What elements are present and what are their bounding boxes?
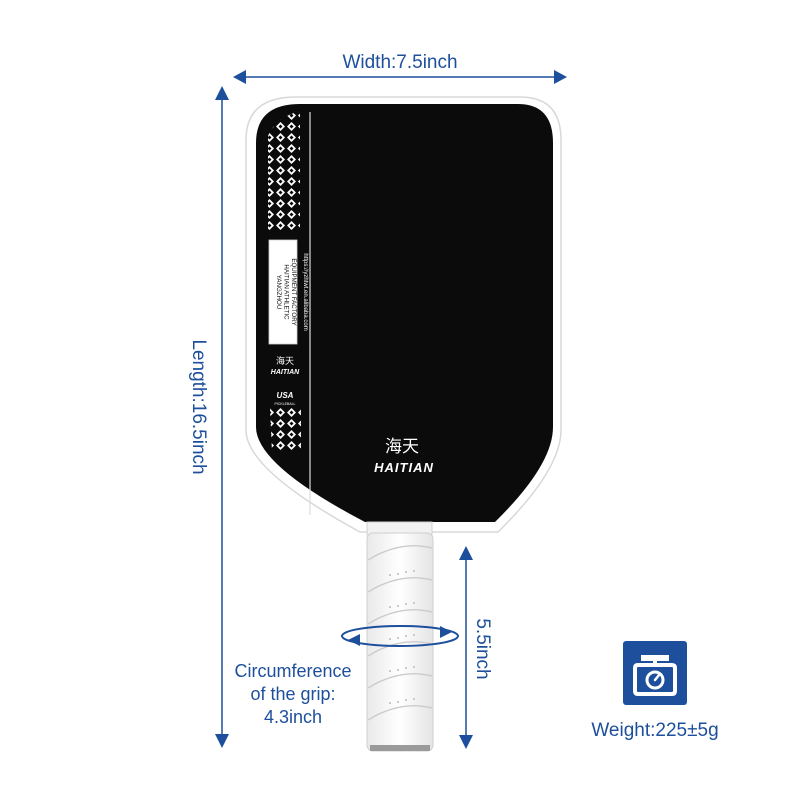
center-brand-en: HAITIAN — [374, 460, 434, 475]
grip-handle — [366, 521, 434, 752]
diamond-pattern-bottom — [270, 408, 301, 452]
length-label: Length:16.5inch — [188, 339, 209, 475]
grip-circumference-line-1: Circumference — [234, 661, 352, 681]
center-brand-cn: 海天 — [385, 437, 419, 457]
grip-circumference-line-3: 4.3inch — [263, 707, 323, 727]
usa-badge-sub: PICKLEBALL — [274, 402, 295, 406]
factory-label-line-1: YANGZHOU — [275, 275, 282, 310]
grip-circumference-label: Circumference of the grip: 4.3inch — [218, 660, 368, 729]
weighing-scale-icon — [623, 641, 687, 705]
grip-circumference-line-2: of the grip: — [250, 684, 336, 704]
length-dimension-arrow — [215, 86, 229, 748]
grip-circumference-arrow — [341, 625, 459, 647]
side-brand-cn: 海天 — [276, 355, 294, 367]
width-dimension-arrow — [233, 70, 567, 84]
factory-label-line-2: HAITIAN ATHLETIC — [283, 264, 290, 320]
usa-badge: USA — [277, 391, 294, 400]
factory-label-box — [268, 239, 298, 345]
side-brand-en: HAITIAN — [271, 369, 300, 376]
width-label: Width:7.5inch — [342, 52, 458, 73]
handle-length-label: 5.5inch — [472, 618, 493, 680]
diamond-pattern-top — [268, 111, 300, 232]
factory-url: https://yzhtwt.en.alibaba.com — [302, 253, 308, 330]
factory-label-line-3: EQUIPMENT FACTORY — [290, 258, 297, 325]
paddle-face — [256, 104, 553, 522]
weight-label: Weight:225±5g — [591, 720, 719, 741]
handle-length-dimension-arrow — [459, 546, 473, 749]
